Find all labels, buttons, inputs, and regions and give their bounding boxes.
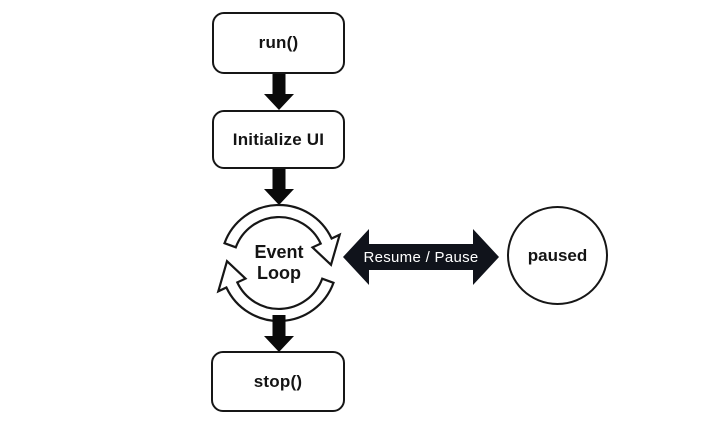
cycle-arrows-icon [216, 203, 342, 323]
node-stop: stop() [211, 351, 345, 412]
arrow-event-loop-to-stop-icon [264, 315, 294, 352]
node-initialize-ui: Initialize UI [212, 110, 345, 169]
node-paused-label: paused [527, 245, 588, 265]
node-run-label: run() [258, 33, 299, 52]
down-arrow-icon [264, 169, 294, 205]
down-arrow-icon [264, 315, 294, 352]
node-stop-label: stop() [253, 371, 303, 391]
arrow-initialize-to-event-loop-icon [264, 169, 294, 205]
node-paused: paused [507, 206, 608, 305]
arrow-run-to-initialize-icon [264, 74, 294, 110]
double-arrow-icon [343, 229, 499, 285]
node-run: run() [212, 12, 345, 74]
node-initialize-ui-label: Initialize UI [232, 129, 325, 149]
down-arrow-icon [264, 74, 294, 110]
edge-resume-pause: Resume / Pause [342, 227, 500, 287]
